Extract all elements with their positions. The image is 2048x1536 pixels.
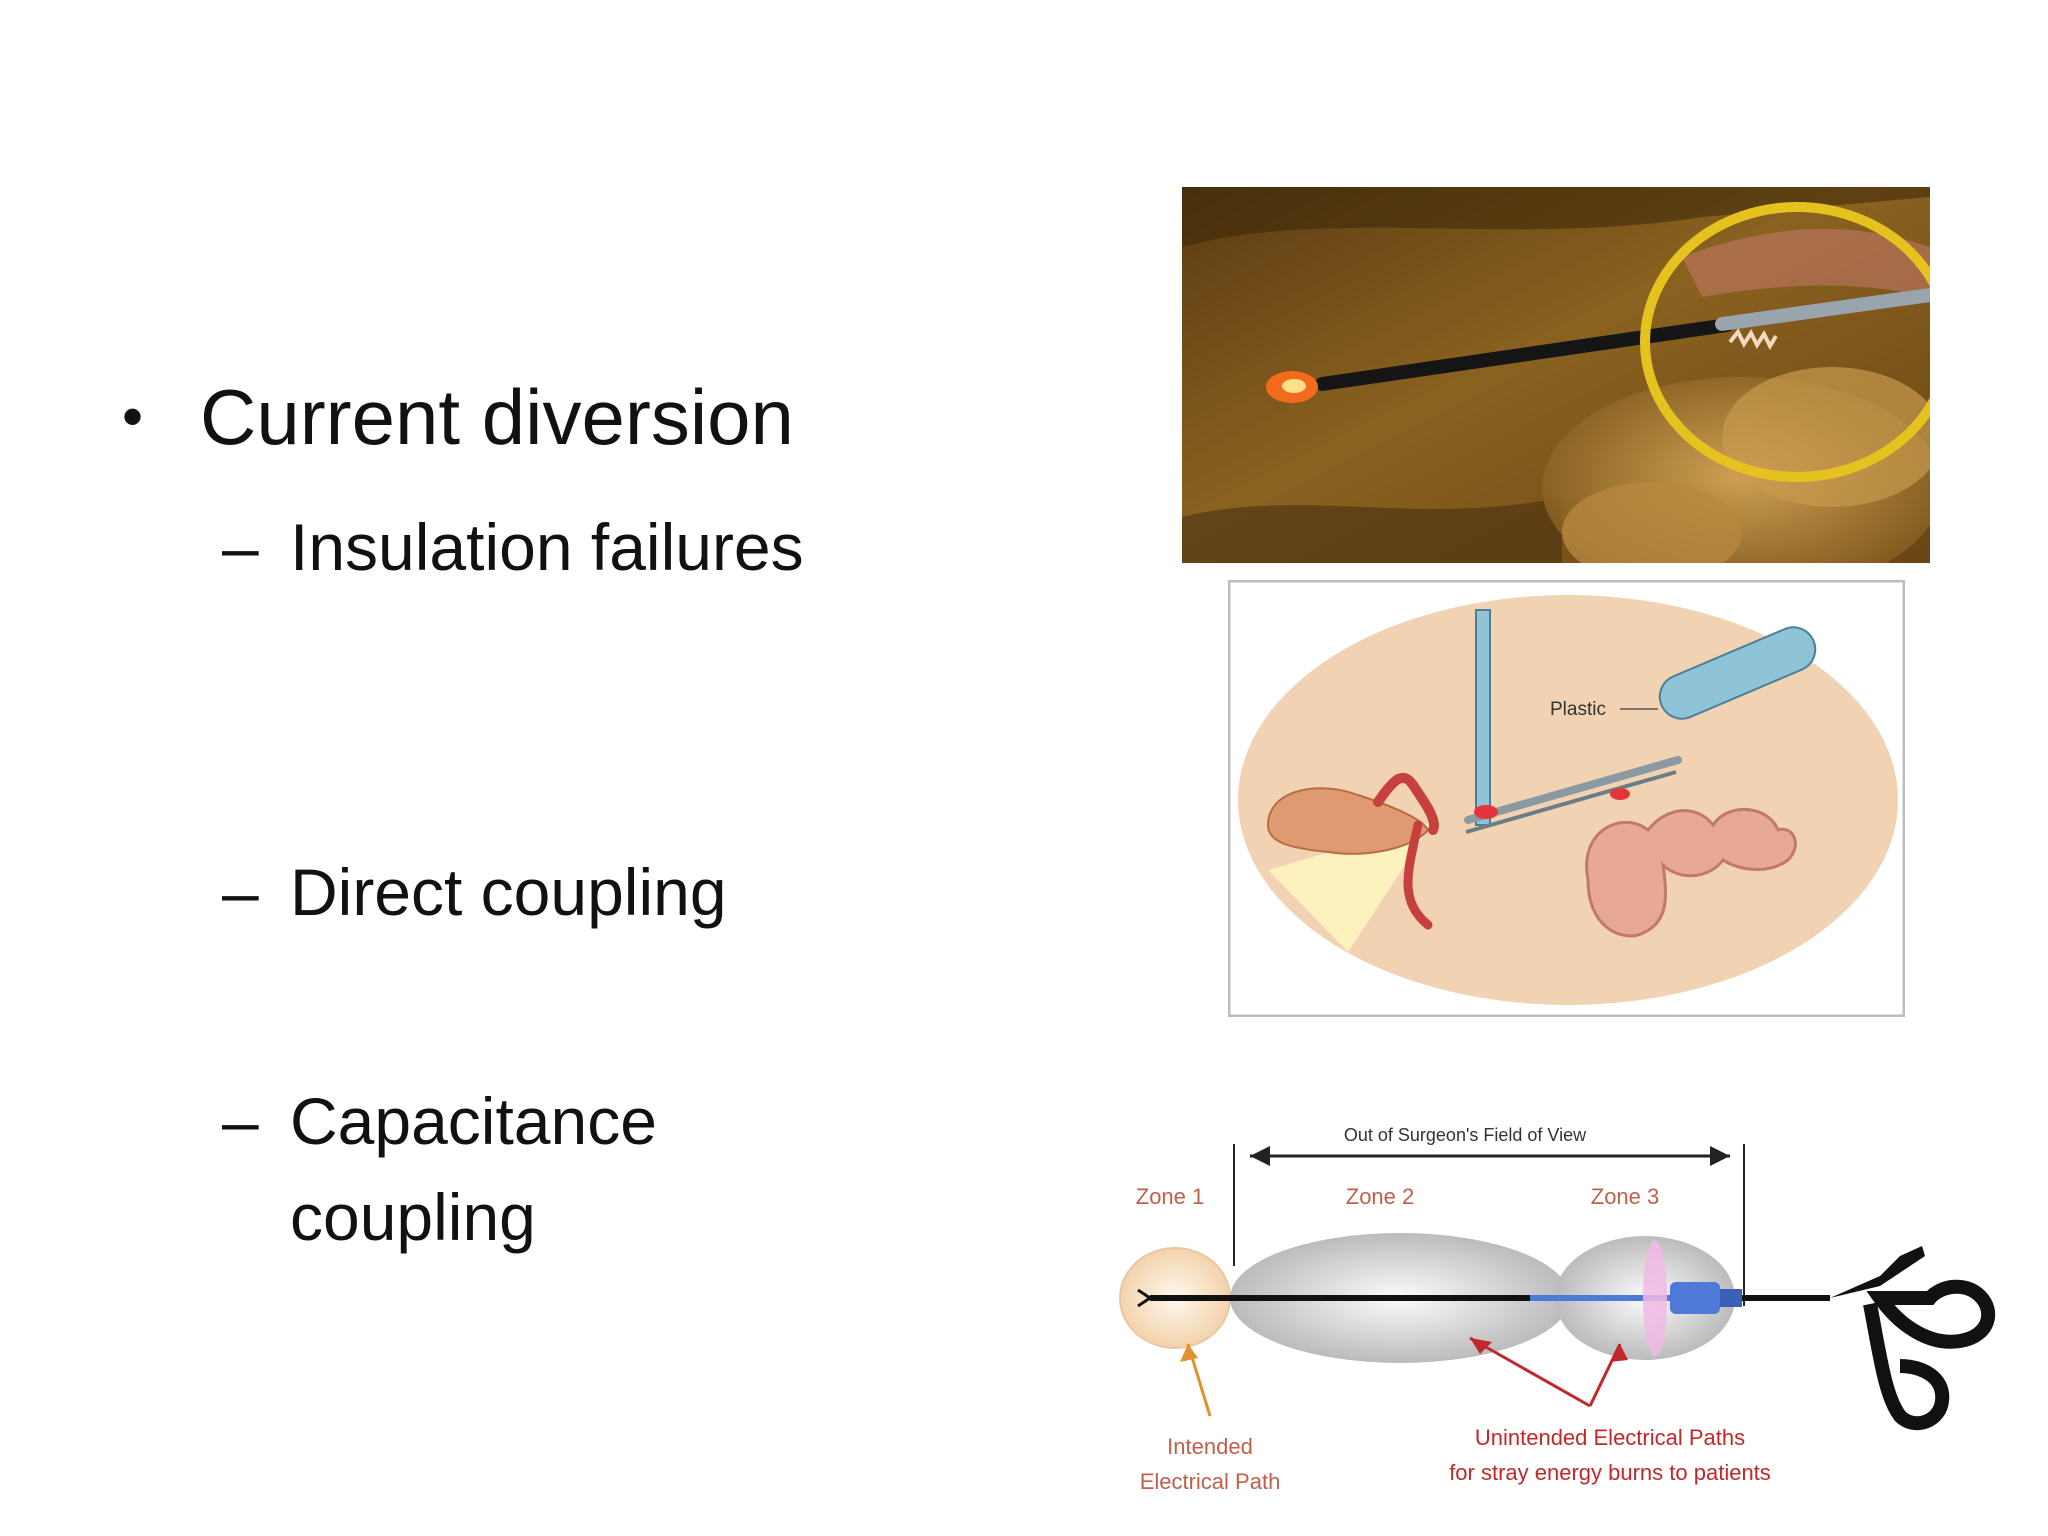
zones-diagram: Out of Surgeon's Field of View Zone 1 Zo… [1110, 1086, 2020, 1506]
plastic-label: Plastic [1550, 699, 1606, 720]
zone2-label: Zone 2 [1346, 1184, 1415, 1209]
subitem-direct-coupling: –Direct coupling [222, 844, 727, 940]
zone1-label: Zone 1 [1136, 1184, 1205, 1209]
subitem-insulation-failures: –Insulation failures [222, 499, 804, 595]
laparoscopic-photo [1182, 187, 1930, 563]
bullet-current-diversion: • Current diversion [122, 378, 794, 456]
zone3-label: Zone 3 [1591, 1184, 1660, 1209]
subitem-dash: – [222, 1084, 259, 1158]
subitem-dash: – [222, 510, 259, 584]
unintended-label-line1: Unintended Electrical Paths [1475, 1425, 1745, 1450]
intended-label-line2: Electrical Path [1140, 1469, 1281, 1494]
intended-label-line1: Intended [1167, 1434, 1253, 1459]
bullet-text: Current diversion [200, 373, 794, 461]
bullet-symbol: • [122, 383, 144, 450]
subitem-text-line2: coupling [290, 1180, 536, 1254]
subitem-text: Insulation failures [290, 510, 804, 584]
field-of-view-label: Out of Surgeon's Field of View [1344, 1125, 1587, 1145]
subitem-text-line1: Capacitance [290, 1084, 657, 1158]
direct-coupling-diagram: Plastic [1228, 580, 1905, 1017]
subitem-capacitance-coupling: –Capacitance coupling [222, 1073, 657, 1265]
highlight-ring [1640, 202, 1930, 482]
unintended-label-line2: for stray energy burns to patients [1449, 1460, 1771, 1485]
subitem-dash: – [222, 855, 259, 929]
subitem-text: Direct coupling [290, 855, 727, 929]
